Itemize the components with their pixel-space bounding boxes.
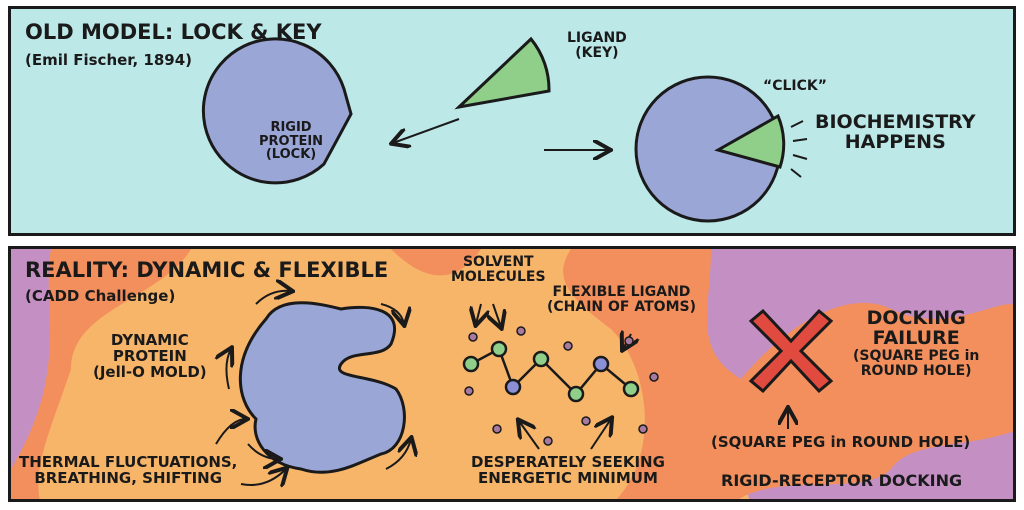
solvent-molecules [464, 326, 659, 446]
rigid-receptor-label: RIGID-RECEPTOR DOCKING [721, 471, 963, 490]
dynamic-protein-blob [238, 301, 406, 474]
arrow-icon [393, 118, 460, 143]
click-burst-icon [790, 120, 808, 178]
ligand-key-wedge [454, 36, 551, 110]
top-panel-subtitle: (Emil Fischer, 1894) [25, 51, 193, 69]
lock-and-key-illustration [201, 36, 808, 223]
red-x-icon [748, 308, 834, 394]
ligand-label: LIGAND(KEY) [567, 30, 627, 61]
docked-ligand [714, 113, 786, 169]
click-label: “CLICK” [763, 78, 827, 94]
motion-arrows [216, 291, 788, 485]
orange-background [563, 249, 1013, 499]
orange-background [391, 249, 481, 276]
top-panel-title: OLD MODEL: LOCK & KEY [25, 20, 322, 44]
lock-and-key-panel: OLD MODEL: LOCK & KEY (Emil Fischer, 189… [8, 6, 1016, 236]
orange-background [11, 249, 191, 499]
flexible-ligand-chain [462, 340, 640, 403]
thermal-label: THERMAL FLUCTUATIONS,BREATHING, SHIFTING [19, 453, 238, 487]
bottom-panel-subtitle: (CADD Challenge) [25, 287, 176, 305]
reality-illustration [11, 249, 1013, 499]
reality-panel: REALITY: DYNAMIC & FLEXIBLE (CADD Challe… [8, 246, 1016, 502]
flexible-ligand-label: FLEXIBLE LIGAND(CHAIN OF ATOMS) [547, 284, 696, 315]
bottom-panel-title: REALITY: DYNAMIC & FLEXIBLE [25, 258, 389, 282]
square-peg-label: (SQUARE PEG in ROUND HOLE) [711, 433, 971, 451]
rigid-protein-lock [201, 37, 353, 185]
